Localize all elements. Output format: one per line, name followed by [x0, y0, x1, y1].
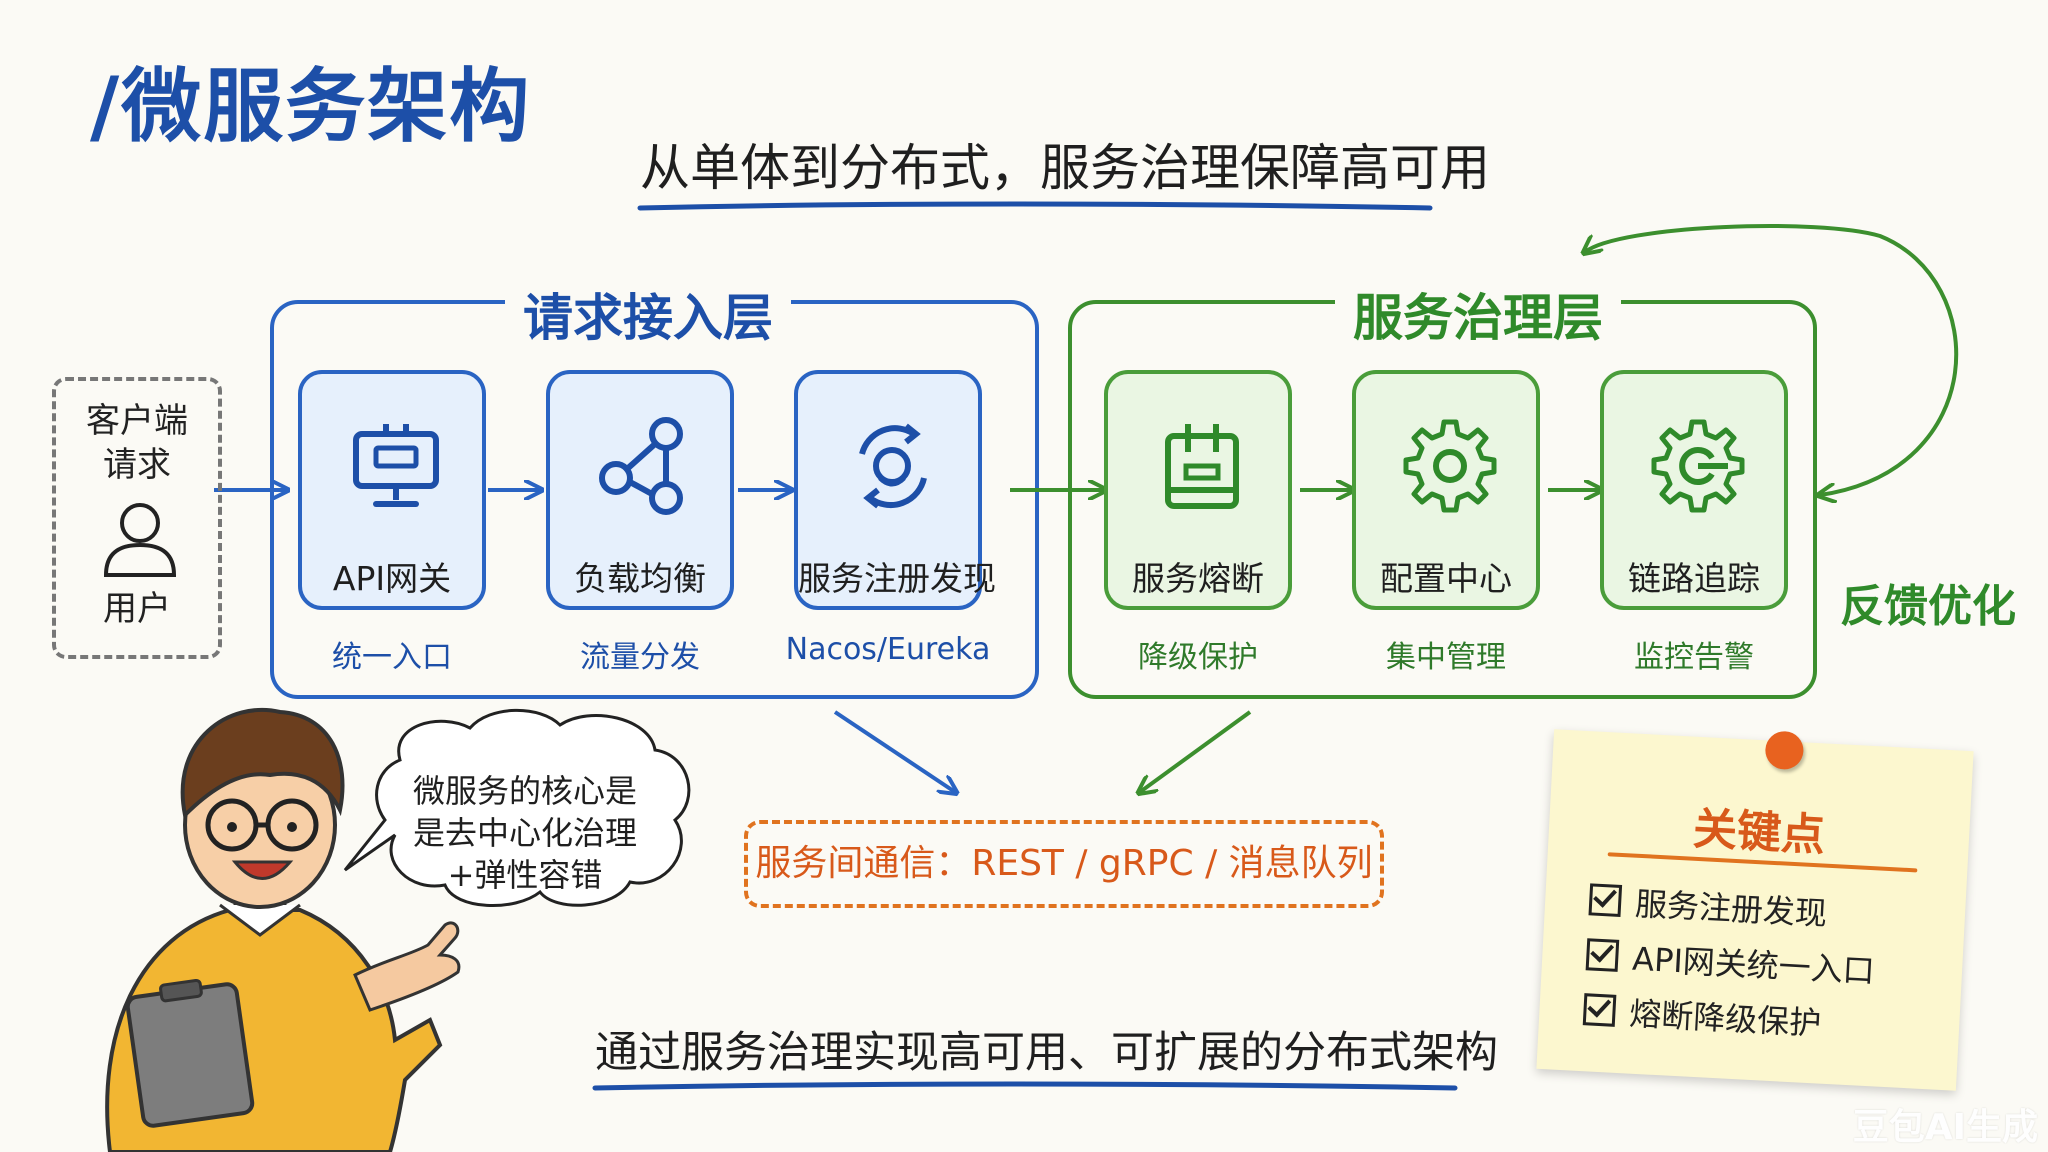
presenter-character: [105, 707, 461, 1152]
key-point-text: API网关统一入口: [1631, 939, 1876, 991]
node-config-center[interactable]: 配置中心: [1352, 370, 1540, 610]
node-subtitle-gateway: 统一入口: [332, 640, 452, 675]
speech-bubble: [343, 708, 691, 908]
node-subtitle-config: 集中管理: [1386, 640, 1506, 675]
node-name: 配置中心: [1380, 559, 1512, 598]
request-to-comm-arrow: [833, 710, 955, 792]
speech-bubble-text: 微服务的核心是 是去中心化治理 +弹性容错: [395, 770, 655, 896]
key-point-item: 服务注册发现: [1588, 876, 1828, 934]
checkbox-checked-icon: [1585, 938, 1620, 972]
governance-to-comm-arrow: [1140, 710, 1252, 792]
bubble-line3: +弹性容错: [447, 856, 603, 894]
node-service-discovery[interactable]: 服务注册发现: [794, 370, 996, 610]
node-subtitle-discovery: Nacos/Eureka: [785, 632, 991, 667]
client-label-line1: 客户端: [86, 401, 188, 441]
monitor-icon: [353, 424, 439, 507]
page-subtitle: 从单体到分布式，服务治理保障高可用: [640, 139, 1490, 197]
node-name: API网关: [332, 559, 452, 598]
key-point-item: 熔断降级保护: [1582, 986, 1822, 1044]
key-point-item: API网关统一入口: [1585, 931, 1876, 992]
communication-box: 服务间通信：REST / gRPC / 消息队列: [744, 820, 1384, 908]
gear-icon: [1403, 419, 1497, 513]
key-points-note: 关键点 服务注册发现 API网关统一入口 熔断降级保护: [1536, 729, 1974, 1091]
request-layer-label: 请求接入层: [505, 278, 791, 350]
node-subtitle-lb: 流量分发: [580, 640, 700, 675]
client-label-line2: 请求: [103, 445, 171, 485]
checkbox-checked-icon: [1582, 993, 1617, 1027]
checkbox-checked-icon: [1588, 883, 1623, 917]
node-load-balancer[interactable]: 负载均衡: [546, 370, 734, 610]
node-subtitle-breaker: 降级保护: [1138, 640, 1258, 675]
fuse-box-icon: [1165, 424, 1239, 509]
subtitle-underline: [637, 201, 1433, 211]
user-label: 用户: [103, 589, 171, 629]
watermark: 豆包AI生成: [1852, 1107, 2038, 1148]
node-name: 负载均衡: [574, 559, 706, 598]
node-api-gateway[interactable]: API网关: [298, 370, 486, 610]
share-nodes-icon: [599, 417, 683, 515]
feedback-label: 反馈优化: [1840, 581, 2016, 632]
key-points-title: 关键点: [1691, 803, 1827, 862]
node-subtitle-tracing: 监控告警: [1634, 640, 1754, 675]
tracing-gear-icon: [1651, 419, 1745, 513]
user-icon: [103, 503, 177, 577]
bubble-line1: 微服务的核心是: [412, 772, 637, 810]
client-label: 客户端 请求: [56, 399, 218, 487]
footer-underline: [592, 1081, 1458, 1091]
key-point-text: 服务注册发现: [1634, 884, 1828, 933]
node-name: 服务熔断: [1132, 559, 1264, 598]
feedback-loop-arrow: [1585, 224, 1959, 495]
governance-layer-label: 服务治理层: [1335, 278, 1621, 350]
node-circuit-breaker[interactable]: 服务熔断: [1104, 370, 1292, 610]
footer-caption: 通过服务治理实现高可用、可扩展的分布式架构: [595, 1028, 1498, 1078]
node-name: 服务注册发现: [798, 559, 996, 598]
discovery-icon: [859, 423, 927, 509]
page-title: /微服务架构: [90, 60, 532, 153]
client-box: 客户端 请求 用户: [52, 377, 222, 659]
key-point-text: 熔断降级保护: [1628, 994, 1823, 1043]
bubble-line2: 是去中心化治理: [412, 814, 637, 852]
node-tracing[interactable]: 链路追踪: [1600, 370, 1788, 610]
node-name: 链路追踪: [1628, 559, 1760, 598]
